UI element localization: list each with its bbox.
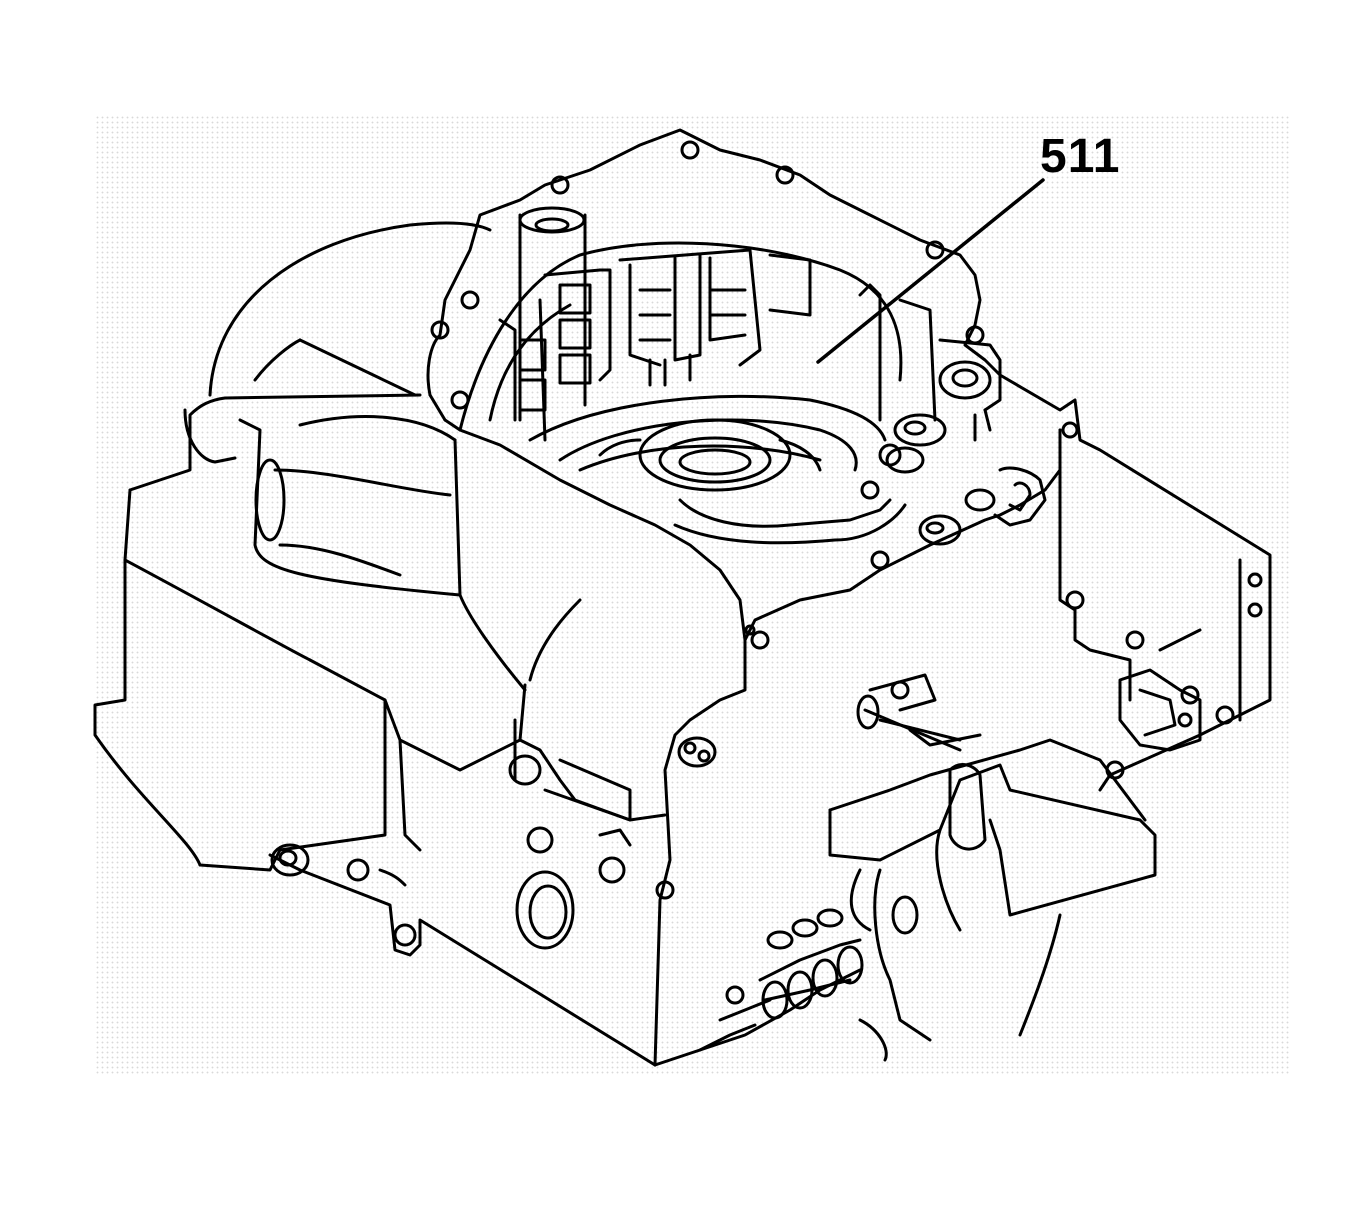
case-right-side: [743, 373, 1272, 792]
case-flange: [426, 128, 1002, 642]
callout-leader-line: [816, 178, 1045, 364]
callout-label-511: 511: [1040, 130, 1121, 183]
technician-hands-and-tool: [698, 673, 1157, 1062]
converter-housing: [93, 221, 492, 872]
clutch-drum: [498, 206, 937, 442]
stipple-background: [95, 115, 1290, 1075]
case-lower-body: [268, 438, 862, 1067]
flange-bolt-holes: [430, 140, 985, 650]
right-bosses: [885, 338, 1002, 474]
